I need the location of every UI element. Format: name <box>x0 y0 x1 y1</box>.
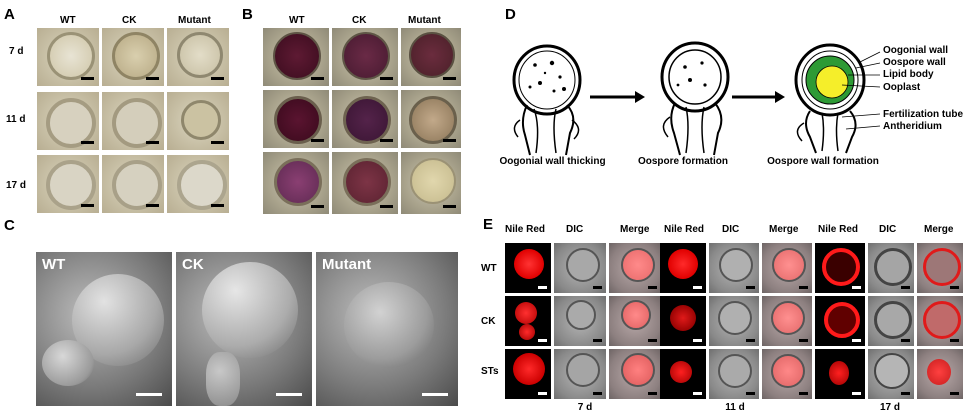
dic-image <box>868 349 914 399</box>
sem-image: WT <box>36 252 172 406</box>
micrograph <box>102 92 164 150</box>
merge-image <box>762 296 812 346</box>
micrograph <box>37 92 99 150</box>
micrograph <box>167 155 229 213</box>
nile-red-image <box>505 349 551 399</box>
merge-image <box>762 349 812 399</box>
micrograph <box>167 92 229 150</box>
stage-caption-3: Oospore wall formation <box>767 156 879 167</box>
sem-image: CK <box>176 252 312 406</box>
stage-caption-2: Oospore formation <box>637 156 728 167</box>
merge-image <box>609 296 661 346</box>
oospore-development-diagram <box>512 41 881 156</box>
merge-image <box>917 243 963 293</box>
e-col-merge-3: Merge <box>924 224 954 235</box>
e-row-sts: STs <box>481 366 499 377</box>
nile-red-image <box>505 243 551 293</box>
micrograph <box>332 90 398 148</box>
e-col-merge-2: Merge <box>769 224 799 235</box>
e-col-dic-2: DIC <box>722 224 740 235</box>
dic-image <box>709 296 759 346</box>
micrograph <box>263 90 329 148</box>
annotation-lipid-body: Lipid body <box>883 69 934 80</box>
e-row-ck: CK <box>481 316 496 327</box>
dic-image <box>554 349 606 399</box>
dic-image <box>709 349 759 399</box>
panel-a-row-7d: 7 d <box>9 46 24 57</box>
merge-image <box>609 349 661 399</box>
dic-image <box>868 296 914 346</box>
panel-b-col-ck: CK <box>352 15 367 26</box>
panel-label-e: E <box>483 216 494 233</box>
stage-oospore-wall-formation <box>794 43 881 154</box>
micrograph <box>401 28 461 86</box>
panel-b-col-mutant: Mutant <box>408 15 441 26</box>
sem-label-wt: WT <box>42 256 66 273</box>
panel-label-c: C <box>4 217 15 234</box>
micrograph <box>102 155 164 213</box>
e-time-11d: 11 d <box>725 402 745 413</box>
e-col-nilered-1: Nile Red <box>505 224 546 235</box>
panel-a-col-ck: CK <box>122 15 137 26</box>
e-row-wt: WT <box>481 263 497 274</box>
e-time-7d: 7 d <box>577 402 593 413</box>
micrograph <box>263 28 329 86</box>
annotation-ooplast: Ooplast <box>883 82 921 93</box>
dic-image <box>554 243 606 293</box>
nile-red-image <box>815 296 865 346</box>
micrograph <box>102 28 164 86</box>
e-col-dic-3: DIC <box>879 224 897 235</box>
merge-image <box>762 243 812 293</box>
panel-a-col-wt: WT <box>60 15 76 26</box>
panel-label-a: A <box>4 6 15 23</box>
nile-red-image <box>660 296 706 346</box>
nile-red-image <box>505 296 551 346</box>
sem-label-mutant: Mutant <box>322 256 372 273</box>
panel-b-col-wt: WT <box>289 15 305 26</box>
dic-image <box>554 296 606 346</box>
nile-red-image <box>815 243 865 293</box>
stage-caption-1: Oogonial wall thicking <box>499 156 606 167</box>
dic-image <box>709 243 759 293</box>
stage-oogonial-wall-thicking <box>512 44 582 156</box>
annotation-antheridium: Antheridium <box>883 121 942 132</box>
micrograph <box>263 152 329 214</box>
annotation-fertilization-tube: Fertilization tube <box>883 109 963 120</box>
merge-image <box>609 243 661 293</box>
sem-image: Mutant <box>316 252 458 406</box>
nile-red-image <box>660 243 706 293</box>
e-col-nilered-2: Nile Red <box>664 224 705 235</box>
micrograph <box>332 152 398 214</box>
panel-a-row-11d: 11 d <box>6 114 26 125</box>
nile-red-image <box>815 349 865 399</box>
micrograph <box>401 90 461 148</box>
annotation-oospore-wall: Oospore wall <box>883 57 946 68</box>
annotation-oogonial-wall: Oogonial wall <box>883 45 949 56</box>
micrograph <box>37 28 99 86</box>
merge-image <box>917 296 963 346</box>
sem-label-ck: CK <box>182 256 204 273</box>
e-col-merge-1: Merge <box>620 224 650 235</box>
e-col-dic-1: DIC <box>566 224 584 235</box>
panel-label-d: D <box>505 6 516 23</box>
micrograph <box>37 155 99 213</box>
micrograph <box>332 28 398 86</box>
e-time-17d: 17 d <box>879 402 900 413</box>
merge-image <box>917 349 963 399</box>
micrograph <box>401 152 461 214</box>
stage-oospore-formation <box>660 41 730 156</box>
panel-a-row-17d: 17 d <box>6 180 27 191</box>
dic-image <box>868 243 914 293</box>
panel-label-b: B <box>242 6 253 23</box>
nile-red-image <box>660 349 706 399</box>
micrograph <box>167 28 229 86</box>
panel-a-col-mutant: Mutant <box>178 15 211 26</box>
e-col-nilered-3: Nile Red <box>818 224 859 235</box>
